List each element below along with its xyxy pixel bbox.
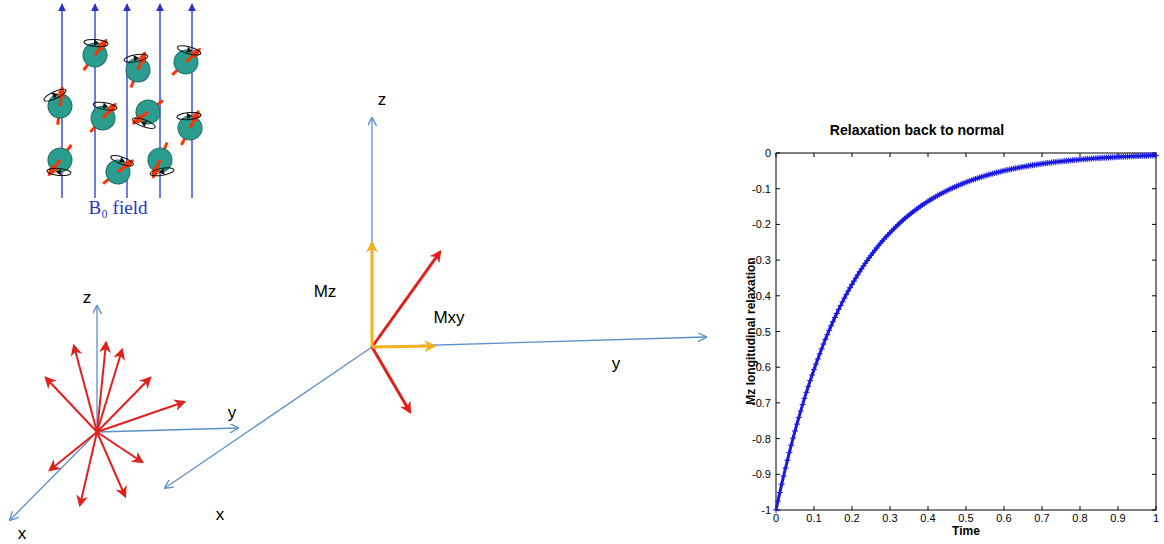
axis-label: y — [228, 404, 237, 423]
tick-label: 0.1 — [806, 512, 821, 524]
tick — [776, 188, 780, 189]
tick — [776, 224, 780, 225]
tick-label: -0.8 — [752, 433, 771, 445]
tick-label: 0 — [773, 512, 779, 524]
tick — [1152, 402, 1156, 403]
axis-label: z — [83, 289, 92, 308]
tick — [776, 153, 780, 154]
magnetization-vectors — [372, 252, 440, 412]
tick-label: 0.3 — [882, 512, 897, 524]
tick — [1080, 153, 1081, 157]
tick-label: 1 — [1153, 512, 1159, 524]
tick-label: 0.6 — [996, 512, 1011, 524]
axis-label: x — [216, 506, 225, 525]
tick — [776, 260, 780, 261]
field-lines — [62, 4, 192, 198]
tick-label: -1 — [761, 504, 771, 516]
spin-vectors — [46, 343, 184, 505]
tick — [1152, 510, 1156, 511]
axis-lines — [10, 306, 238, 520]
tick — [852, 153, 853, 157]
tick-marks — [776, 153, 1156, 510]
tick — [776, 295, 780, 296]
tick — [966, 506, 967, 510]
tick-label: 0.5 — [958, 512, 973, 524]
field-label: B₀ field — [89, 198, 148, 219]
tick — [928, 506, 929, 510]
chart-title: Relaxation back to normal — [830, 123, 1004, 138]
tick-label: 0 — [765, 147, 771, 159]
tick-label: 0.9 — [1110, 512, 1125, 524]
tick-label: 0.8 — [1072, 512, 1087, 524]
magnetization-axes — [165, 118, 706, 488]
plot-frame — [776, 153, 1156, 510]
tick-label: 0.4 — [920, 512, 935, 524]
tick — [814, 153, 815, 157]
tick — [1152, 474, 1156, 475]
tick — [890, 153, 891, 157]
tick — [1042, 506, 1043, 510]
tick — [776, 474, 780, 475]
tick-label: -0.6 — [752, 361, 771, 373]
tick-label: -0.7 — [752, 397, 771, 409]
tick — [1080, 506, 1081, 510]
tick — [776, 438, 780, 439]
tick — [1042, 153, 1043, 157]
picture-ground — [30, 0, 208, 222]
tick — [776, 402, 780, 403]
tick-label: -0.2 — [752, 218, 771, 230]
axis-lines — [165, 118, 706, 488]
tick — [1152, 224, 1156, 225]
tick — [776, 367, 780, 368]
proton-spins — [42, 38, 203, 191]
axis-label: x — [18, 525, 27, 544]
component-vectors — [372, 243, 434, 347]
vector-label: Mxy — [433, 309, 464, 328]
tick-label: 0.7 — [1034, 512, 1049, 524]
tick-label: -0.3 — [752, 254, 771, 266]
tick-label: -0.1 — [752, 183, 771, 195]
tick — [776, 153, 777, 157]
axis-label: y — [612, 355, 621, 374]
tick — [1152, 260, 1156, 261]
tick-label: -0.5 — [752, 325, 771, 337]
tick — [1152, 367, 1156, 368]
tick — [1004, 153, 1005, 157]
tick — [1152, 438, 1156, 439]
tick — [1156, 506, 1157, 510]
tick — [1152, 188, 1156, 189]
b0-field-picture — [30, 0, 208, 222]
tick-label: -0.9 — [752, 468, 771, 480]
axis-title: Time — [952, 525, 980, 538]
vector-label: Mz — [314, 283, 337, 302]
tick — [852, 506, 853, 510]
tick — [814, 506, 815, 510]
tick — [1004, 506, 1005, 510]
tick — [1152, 295, 1156, 296]
curve-markers — [773, 152, 1159, 513]
relaxation-curve — [773, 152, 1159, 513]
axis-label: z — [378, 91, 387, 110]
tick — [928, 153, 929, 157]
tick — [1152, 331, 1156, 332]
tick — [1118, 506, 1119, 510]
tick — [776, 331, 780, 332]
relaxation-chart — [773, 152, 1159, 513]
tick — [966, 153, 967, 157]
tick-label: 0.2 — [844, 512, 859, 524]
random-spin-axes — [10, 306, 238, 520]
tick — [890, 506, 891, 510]
tick-label: -0.4 — [752, 290, 771, 302]
curve-line — [776, 155, 1156, 510]
